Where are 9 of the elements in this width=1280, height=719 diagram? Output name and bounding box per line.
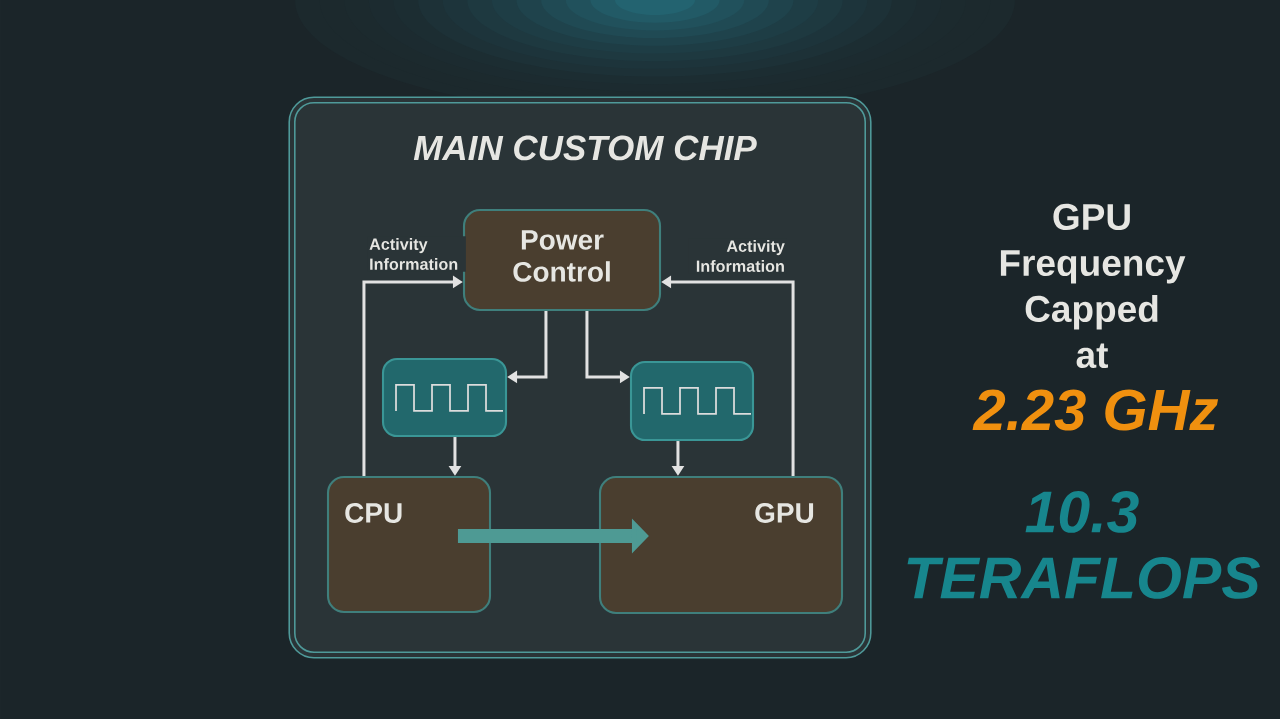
process-box: GPU — [598, 475, 844, 615]
stat-value: 2.23 GHz — [972, 389, 1219, 431]
process-box: CPU — [326, 475, 492, 614]
edge-label: Activity Information — [688, 238, 787, 274]
edge-label: Activity Information — [367, 236, 466, 272]
process-box: Power Control — [462, 208, 662, 312]
stat-value: 10.3 TERAFLOPS — [907, 491, 1260, 599]
chip-heading: MAIN CUSTOM CHIP — [413, 135, 757, 161]
stat-text: GPU Frequency Capped at — [1000, 203, 1186, 369]
